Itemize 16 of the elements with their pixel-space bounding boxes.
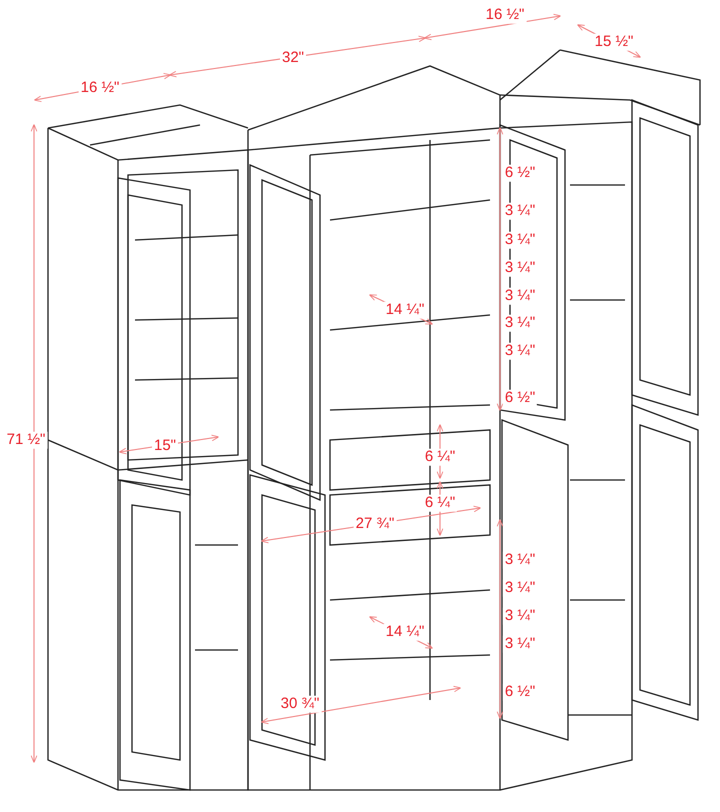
dimension-label: 30 ¾" — [278, 696, 322, 712]
dimension-label: 3 ¼" — [502, 202, 538, 220]
dimension-label: 3 ¼" — [502, 314, 538, 332]
dimension-label: 6 ¼" — [422, 494, 458, 512]
dimension-label: 15 ½" — [592, 34, 636, 50]
dimension-label: 14 ¼" — [384, 624, 426, 640]
dimension-label: 16 ½" — [484, 6, 526, 24]
dimension-label: 3 ¼" — [502, 342, 538, 360]
dimension-label: 14 ¼" — [384, 302, 426, 318]
dimension-label: 3 ¼" — [502, 288, 538, 304]
dimension-label: 3 ¼" — [502, 232, 538, 248]
dimension-label: 71 ½" — [4, 432, 48, 448]
dimension-label: 3 ¼" — [502, 260, 538, 276]
dimension-label: 6 ½" — [502, 164, 538, 182]
dimension-label: 6 ¼" — [422, 448, 458, 466]
dimension-label: 6 ½" — [502, 390, 538, 406]
